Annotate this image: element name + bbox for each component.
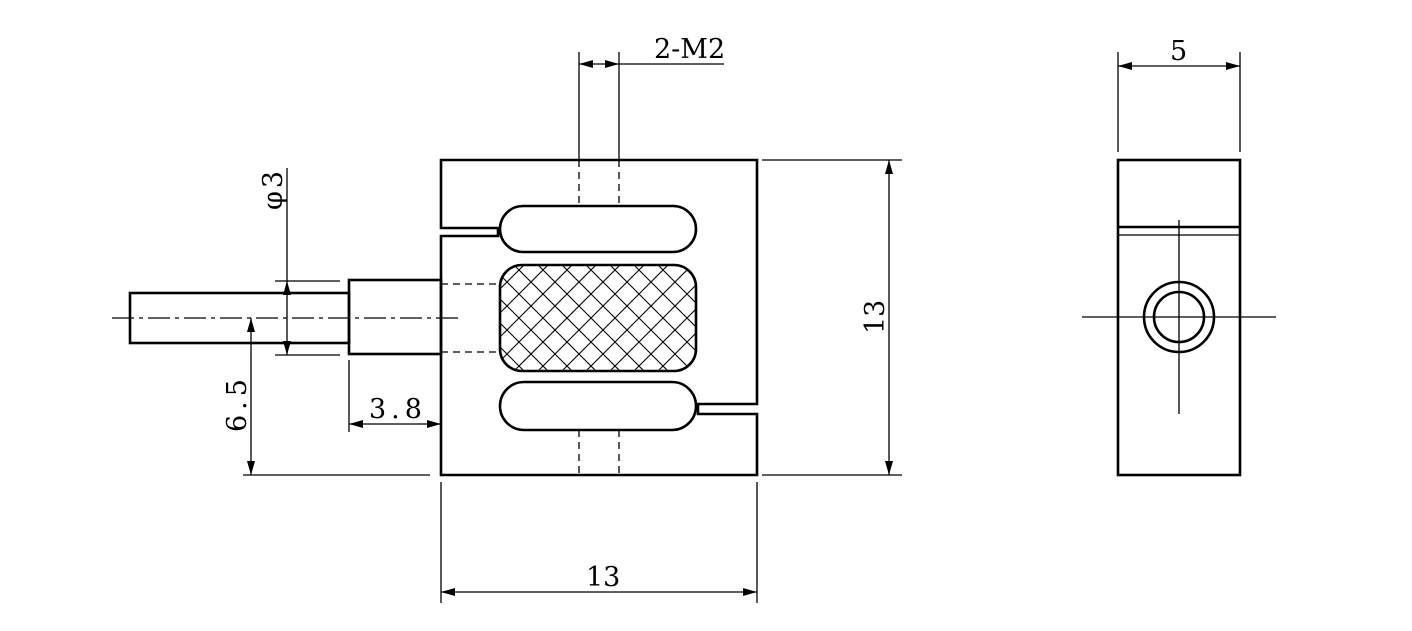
- hatch-line: [500, 265, 525, 371]
- hatch-line: [681, 265, 696, 371]
- hatch-line: [513, 265, 621, 371]
- hatch-line: [730, 265, 836, 371]
- hatch-line: [500, 265, 549, 371]
- depth-label: 5: [1170, 36, 1187, 67]
- cable-diameter-dimension: φ3: [258, 168, 340, 356]
- hatch-line: [609, 265, 696, 371]
- body-outline: [439, 158, 759, 477]
- cable-height-label: 6.5: [222, 374, 253, 432]
- hatch-line: [681, 265, 696, 371]
- cable-gland: [347, 278, 443, 356]
- cable-height-dimension: 6.5: [222, 318, 430, 476]
- height-dimension: 13: [762, 159, 902, 476]
- hatch-line: [500, 265, 597, 371]
- cable-entry-hidden-lines: [441, 283, 501, 353]
- hatch-line: [754, 265, 860, 371]
- hatch-line: [730, 265, 836, 371]
- thread-hidden-lines: [578, 160, 620, 475]
- hatch-line: [754, 265, 860, 371]
- hatch-line: [585, 265, 693, 371]
- hatch-line: [657, 265, 696, 371]
- hatch-line: [657, 265, 696, 371]
- gland-length-dimension: 3.8: [348, 360, 442, 432]
- depth-dimension: 5: [1117, 36, 1241, 152]
- hatch-line: [802, 265, 908, 371]
- hatch-line: [500, 265, 573, 371]
- side-view: [1082, 158, 1276, 477]
- upper-slot: [498, 204, 698, 254]
- gland-length-label: 3.8: [369, 394, 427, 425]
- width-dimension: 13: [440, 482, 758, 603]
- strain-gauge-hatch: [500, 265, 908, 371]
- hatch-line: [802, 265, 908, 371]
- thread-dimension: 2-M2: [578, 34, 725, 160]
- front-view: [112, 158, 908, 477]
- lower-slot: [498, 380, 698, 432]
- hatch-line: [561, 265, 669, 371]
- hatch-line: [633, 265, 696, 371]
- hatch-line: [706, 265, 812, 371]
- height-label: 13: [860, 300, 891, 334]
- hatch-line: [500, 265, 549, 371]
- strain-gauge-pocket: [498, 263, 698, 373]
- width-label: 13: [586, 562, 620, 593]
- hatch-line: [706, 265, 812, 371]
- hatch-line: [537, 265, 645, 371]
- hatch-line: [500, 265, 525, 371]
- cable-diameter-label: φ3: [258, 168, 289, 210]
- thread-spec-label: 2-M2: [654, 34, 725, 65]
